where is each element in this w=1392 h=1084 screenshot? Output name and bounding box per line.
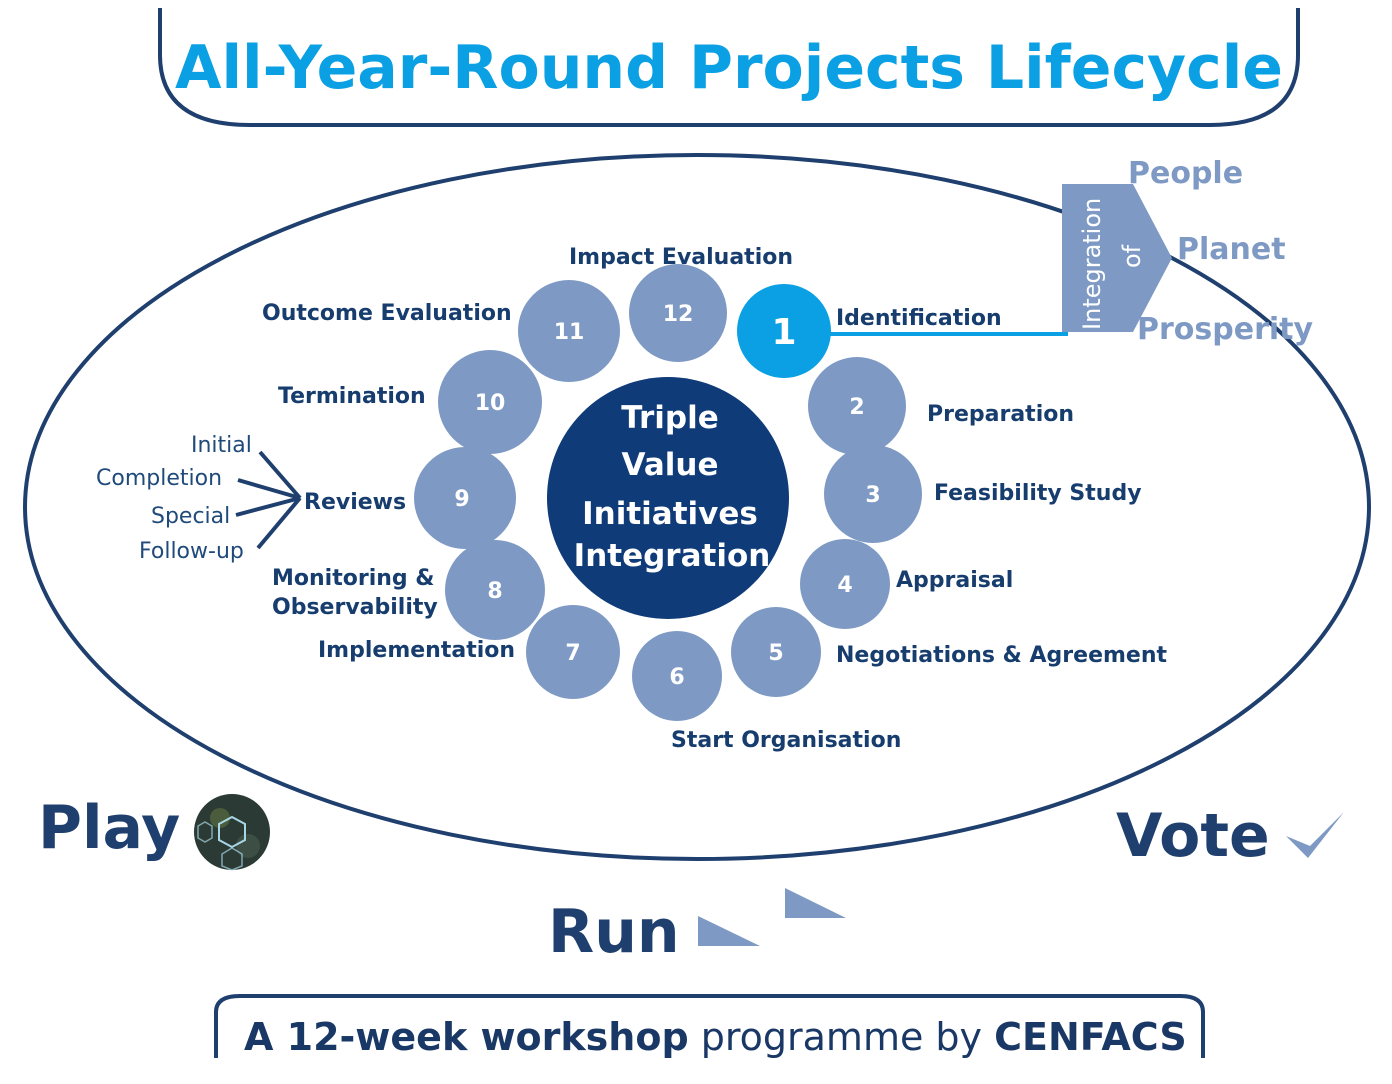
stage-5[interactable]: 5 bbox=[731, 607, 821, 697]
center-circle bbox=[547, 377, 789, 619]
stage-7[interactable]: 7 bbox=[526, 605, 620, 699]
stage-8-label-line2: Observability bbox=[272, 595, 438, 620]
footer-org: CENFACS bbox=[994, 1015, 1187, 1059]
footer-text: A 12-week workshop programme by CENFACS bbox=[244, 1015, 1187, 1059]
stage-2-number: 2 bbox=[849, 395, 864, 420]
integration-arrow bbox=[1062, 184, 1172, 332]
stage-3-number: 3 bbox=[865, 483, 880, 508]
footer-workshop: A 12-week workshop bbox=[244, 1015, 689, 1059]
stage-6-label: Start Organisation bbox=[671, 728, 901, 753]
stage-4[interactable]: 4 bbox=[800, 539, 890, 629]
stage-1[interactable]: 1 bbox=[737, 284, 831, 378]
vote-label[interactable]: Vote bbox=[1116, 801, 1270, 871]
planet-label: Planet bbox=[1177, 232, 1286, 267]
stage-10-label: Termination bbox=[278, 384, 426, 409]
stage-7-label: Implementation bbox=[318, 638, 515, 663]
footer-frame bbox=[214, 994, 1205, 1058]
stage-12-number: 12 bbox=[663, 302, 694, 327]
integration-label: Integration bbox=[1078, 198, 1106, 330]
stage-9-number: 9 bbox=[454, 487, 469, 512]
footer-programme: programme by bbox=[689, 1015, 994, 1059]
review-follow-up: Follow-up bbox=[139, 539, 244, 564]
stage-12[interactable]: 12 bbox=[629, 264, 727, 362]
stage-8-number: 8 bbox=[487, 579, 502, 604]
review-completion: Completion bbox=[96, 466, 222, 491]
stage-1-label: Identification bbox=[836, 306, 1002, 331]
run-triangle-icon bbox=[698, 916, 760, 946]
title-frame bbox=[158, 8, 1300, 127]
play-label[interactable]: Play bbox=[38, 793, 180, 863]
stage-5-label: Negotiations & Agreement bbox=[836, 643, 1168, 668]
stage-9[interactable]: 9 bbox=[414, 447, 516, 549]
stage-3-label: Feasibility Study bbox=[934, 481, 1142, 506]
run-triangle-icon-2 bbox=[785, 888, 846, 918]
center-line-2: Value bbox=[622, 447, 719, 483]
stage-3[interactable]: 3 bbox=[824, 445, 922, 543]
stage-9-label: Reviews bbox=[304, 490, 406, 515]
review-initial: Initial bbox=[191, 433, 252, 458]
stage-8[interactable]: 8 bbox=[445, 540, 545, 640]
stage-4-number: 4 bbox=[837, 573, 852, 598]
stage-6[interactable]: 6 bbox=[632, 631, 722, 721]
hexagon-game-icon[interactable] bbox=[194, 794, 270, 871]
run-label[interactable]: Run bbox=[548, 897, 680, 967]
stage-1-number: 1 bbox=[771, 312, 796, 353]
center-line-1: Triple bbox=[621, 400, 719, 436]
stage-7-number: 7 bbox=[565, 641, 580, 666]
stage-2[interactable]: 2 bbox=[808, 357, 906, 455]
center-line-3: Initiatives bbox=[582, 496, 758, 532]
stage-2-label: Preparation bbox=[927, 402, 1074, 427]
stage-11[interactable]: 11 bbox=[518, 280, 620, 382]
integration-of-label: of bbox=[1118, 244, 1146, 268]
checkmark-icon bbox=[1286, 812, 1344, 858]
page-title: All-Year-Round Projects Lifecycle bbox=[175, 33, 1283, 103]
stage-5-number: 5 bbox=[768, 641, 783, 666]
stage-10[interactable]: 10 bbox=[438, 350, 542, 454]
stage-11-label: Outcome Evaluation bbox=[262, 301, 512, 326]
stage-6-number: 6 bbox=[669, 665, 684, 690]
prosperity-label: Prosperity bbox=[1137, 312, 1313, 347]
stage-4-label: Appraisal bbox=[896, 568, 1013, 593]
stage-11-number: 11 bbox=[554, 320, 585, 345]
stage-8-label: Monitoring & bbox=[272, 566, 435, 591]
stage-12-label: Impact Evaluation bbox=[569, 245, 793, 270]
stage-10-number: 10 bbox=[475, 391, 506, 416]
review-special: Special bbox=[151, 504, 230, 529]
people-label: People bbox=[1128, 156, 1243, 191]
center-line-4: Integration bbox=[574, 538, 771, 574]
review-fan bbox=[235, 450, 302, 550]
lifecycle-ellipse bbox=[23, 153, 1371, 861]
